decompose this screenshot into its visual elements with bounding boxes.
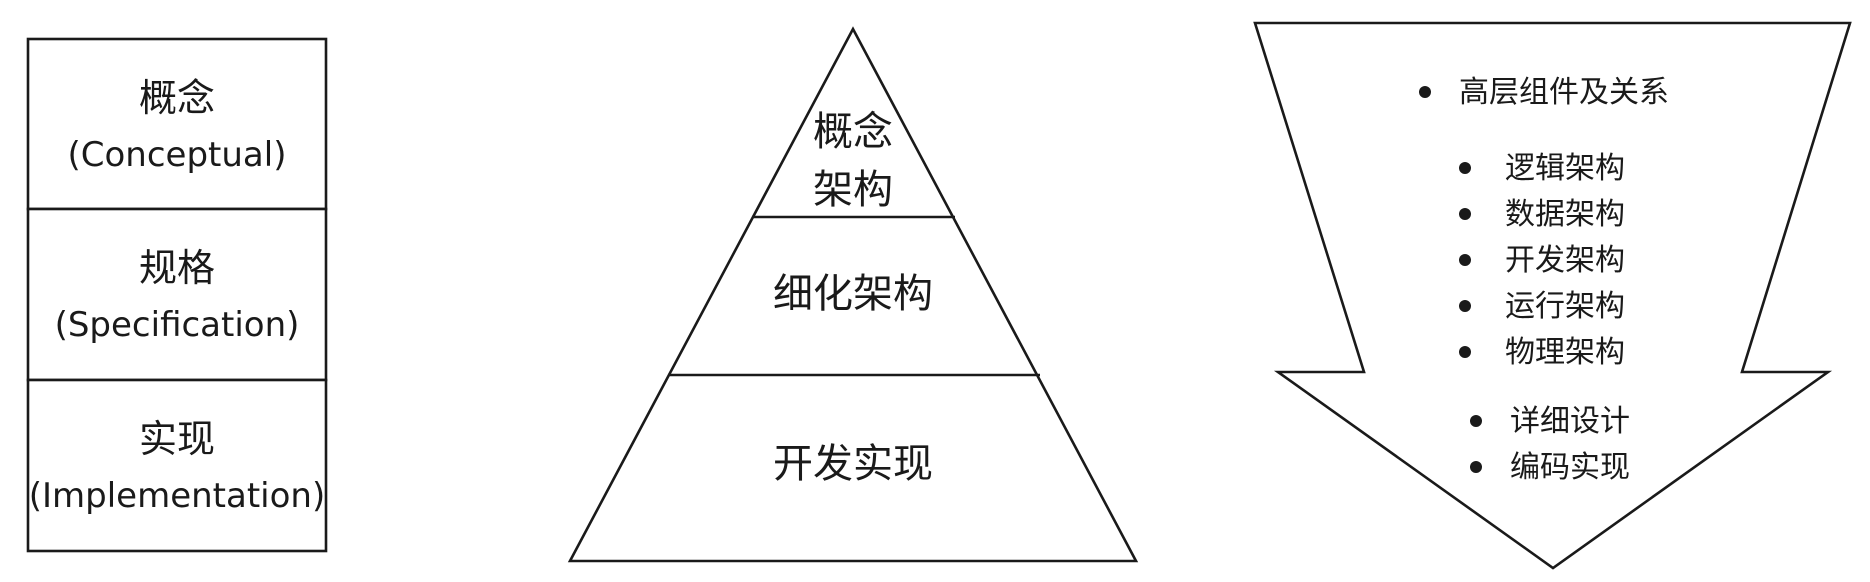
bullet-icon bbox=[1470, 461, 1482, 473]
pyramid-bottom-label: 开发实现 bbox=[773, 441, 933, 487]
bullet-icon bbox=[1459, 254, 1471, 266]
arrow-outline bbox=[1253, 21, 1852, 570]
box-specification bbox=[26, 207, 328, 382]
box-implementation bbox=[26, 378, 328, 553]
architecture-pyramid: 概念 架构 细化架构 开发实现 bbox=[567, 26, 1139, 563]
box-implementation-title: 实现 bbox=[139, 417, 215, 461]
bullet-icon bbox=[1419, 86, 1431, 98]
arrow-item-logical-architecture: 逻辑架构 bbox=[1505, 151, 1625, 186]
arrow-item-high-level-components: 高层组件及关系 bbox=[1459, 75, 1669, 110]
bullet-icon bbox=[1459, 346, 1471, 358]
pyramid-middle-label: 细化架构 bbox=[773, 271, 933, 317]
levels-box-stack: 概念 (Conceptual) 规格 (Specification) 实现 (I… bbox=[26, 37, 328, 553]
box-conceptual bbox=[26, 37, 328, 211]
pyramid-top-line1: 概念 bbox=[813, 109, 893, 155]
bullet-icon bbox=[1459, 300, 1471, 312]
pyramid-outline bbox=[567, 26, 1139, 563]
arrow-item-physical-architecture: 物理架构 bbox=[1505, 335, 1625, 370]
box-conceptual-subtitle: (Conceptual) bbox=[68, 135, 287, 175]
refinement-arrow: 高层组件及关系 逻辑架构 数据架构 开发架构 运行架构 物理架构 详细设计 编码… bbox=[1253, 21, 1852, 570]
arrow-item-coding-implementation: 编码实现 bbox=[1510, 450, 1630, 485]
arrow-item-data-architecture: 数据架构 bbox=[1505, 197, 1625, 232]
box-specification-title: 规格 bbox=[139, 246, 215, 290]
pyramid-top-line2: 架构 bbox=[813, 167, 893, 213]
bullet-icon bbox=[1459, 162, 1471, 174]
arrow-item-runtime-architecture: 运行架构 bbox=[1505, 289, 1625, 324]
arrow-item-detailed-design: 详细设计 bbox=[1510, 404, 1630, 439]
arrow-item-development-architecture: 开发架构 bbox=[1505, 243, 1625, 278]
box-specification-subtitle: (Specification) bbox=[55, 305, 300, 345]
bullet-icon bbox=[1470, 415, 1482, 427]
box-implementation-subtitle: (Implementation) bbox=[29, 476, 326, 516]
box-conceptual-title: 概念 bbox=[139, 76, 215, 120]
bullet-icon bbox=[1459, 208, 1471, 220]
